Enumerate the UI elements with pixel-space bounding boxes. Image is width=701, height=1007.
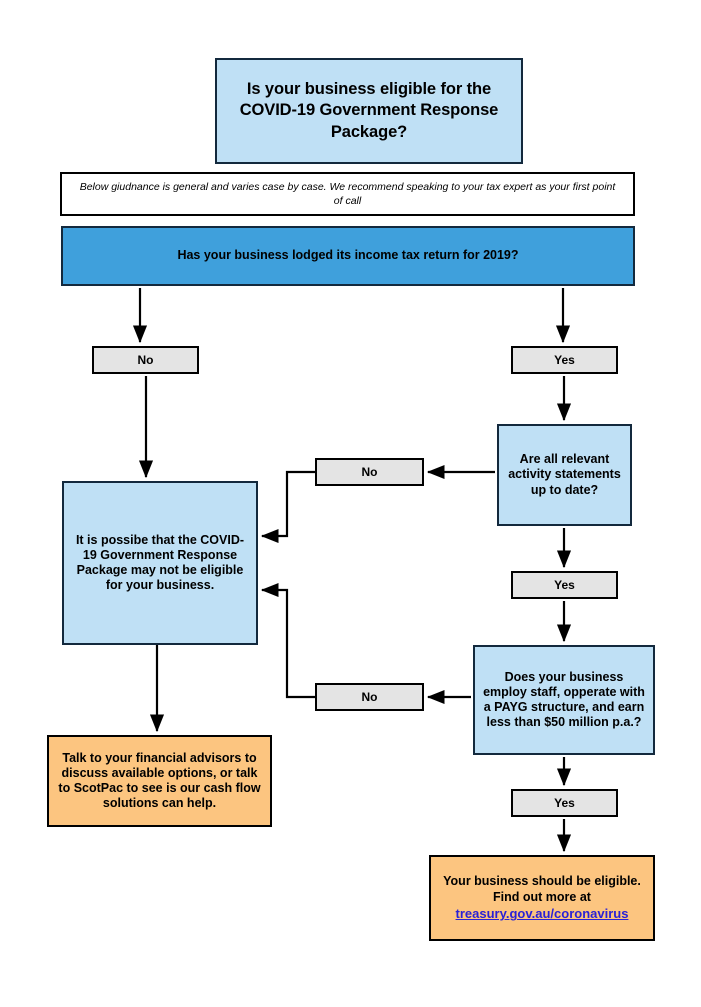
answer-yes-payg[interactable]: Yes xyxy=(511,789,618,817)
answer-no-tax-return[interactable]: No xyxy=(92,346,199,374)
answer-no-payg-label: No xyxy=(361,689,378,704)
answer-no-tax-return-label: No xyxy=(137,352,154,367)
outcome-eligible-line1: Your business should be eligible. xyxy=(443,873,641,888)
title-box: Is your business eligible for the COVID-… xyxy=(215,58,523,164)
answer-no-activity-statements-label: No xyxy=(361,464,378,479)
answer-yes-payg-label: Yes xyxy=(554,795,575,810)
disclaimer-text: Below giudnance is general and varies ca… xyxy=(79,180,616,207)
outcome-eligible-line2: Find out more at xyxy=(493,890,591,905)
question-payg-staff-turnover: Does your business employ staff, opperat… xyxy=(473,645,655,755)
disclaimer-box: Below giudnance is general and varies ca… xyxy=(60,172,635,216)
outcome-talk-to-advisors-text: Talk to your financial advisors to discu… xyxy=(58,750,261,811)
outcome-eligible: Your business should be eligible. Find o… xyxy=(429,855,655,941)
outcome-not-eligible-text: It is possibe that the COVID-19 Governme… xyxy=(75,532,245,593)
outcome-talk-to-advisors: Talk to your financial advisors to discu… xyxy=(47,735,272,827)
answer-yes-tax-return-label: Yes xyxy=(554,352,575,367)
question-lodged-tax-return-text: Has your business lodged its income tax … xyxy=(177,248,519,263)
answer-yes-activity-statements-label: Yes xyxy=(554,577,575,592)
question-activity-statements: Are all relevant activity statements up … xyxy=(497,424,632,526)
title-text: Is your business eligible for the COVID-… xyxy=(239,79,499,141)
question-payg-staff-turnover-text: Does your business employ staff, opperat… xyxy=(483,669,645,730)
answer-no-activity-statements[interactable]: No xyxy=(315,458,424,486)
answer-yes-activity-statements[interactable]: Yes xyxy=(511,571,618,599)
question-lodged-tax-return: Has your business lodged its income tax … xyxy=(61,226,635,286)
answer-no-payg[interactable]: No xyxy=(315,683,424,711)
answer-yes-tax-return[interactable]: Yes xyxy=(511,346,618,374)
outcome-not-eligible: It is possibe that the COVID-19 Governme… xyxy=(62,481,258,645)
question-activity-statements-text: Are all relevant activity statements up … xyxy=(508,452,621,497)
treasury-coronavirus-link[interactable]: treasury.gov.au/coronavirus xyxy=(455,906,629,922)
